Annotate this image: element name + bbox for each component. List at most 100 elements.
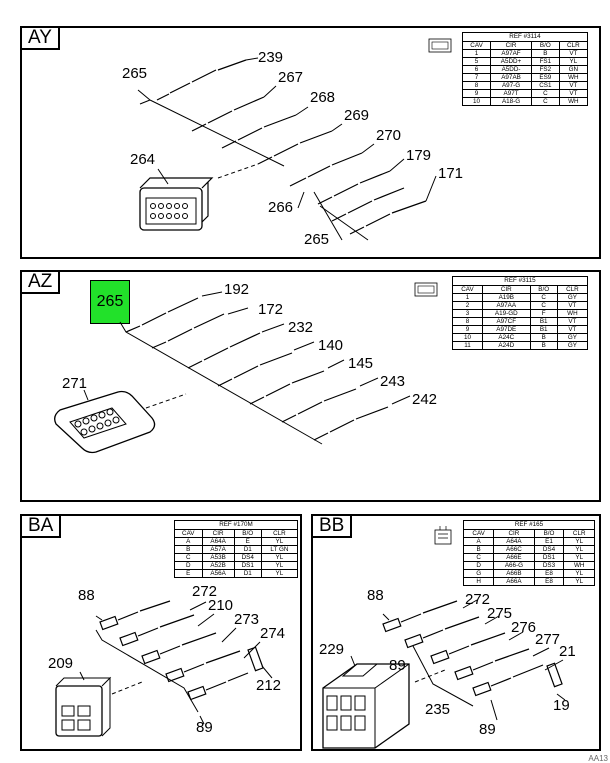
callout-242: 242 [412,391,438,408]
callout-273: 273 [234,611,260,628]
callout-272: 272 [465,591,491,608]
table-cell: VT [556,317,589,326]
table-cell: 2 [452,301,483,310]
table-cell: CS1 [531,81,560,90]
table-cell: B [462,545,495,554]
ay-col-bo: B/O [531,41,560,50]
table-cell: A24C [481,333,531,342]
callout-229: 229 [319,641,345,658]
table-cell: VT [558,49,589,58]
callout-269: 269 [344,107,370,124]
ba-col-cir: CIR [201,529,235,538]
table-cell: VT [556,301,589,310]
callout-265-lower: 265 [304,231,330,248]
table-cell: DS1 [233,561,262,570]
bb-col-bo: B/O [533,529,565,538]
table-cell: E [233,537,262,546]
table-cell: VT [558,81,589,90]
callout-276: 276 [511,619,537,636]
table-cell: A64A [493,537,535,546]
table-cell: 1 [461,49,492,58]
callout-212: 212 [256,677,282,694]
table-cell: YL [563,577,595,586]
table-cell: WH [563,561,595,570]
table-cell: YL [563,553,595,562]
table-cell: YL [563,537,595,546]
table-cell: A97AA [481,301,531,310]
callout-210: 210 [208,597,234,614]
table-cell: A5DD- [490,65,532,74]
az-terminals-drawing [54,282,438,454]
table-cell: A5DD+ [490,57,532,66]
table-cell: YL [563,569,595,578]
callout-88: 88 [367,587,384,604]
table-cell: FS1 [531,57,560,66]
callout-179: 179 [406,147,432,164]
table-cell: 8 [452,317,483,326]
table-cell: A52B [201,561,235,570]
callout-265: 265 [122,65,148,82]
table-cell: A [462,537,495,546]
panel-az: AZ 265 [20,270,601,502]
table-cell: DS4 [533,545,565,554]
table-cell: A19B [481,293,531,302]
table-cell: 7 [461,73,492,82]
ba-col-cav: CAV [174,529,203,538]
table-cell: WH [558,73,589,82]
table-cell: B [529,341,558,350]
panel-tag-ay: AY [20,26,60,50]
table-cell: WH [556,309,589,318]
table-cell: 8 [461,81,492,90]
callout-274: 274 [260,625,286,642]
table-cell: 11 [452,341,483,350]
table-cell: B [174,545,203,554]
table-cell: YL [260,561,299,570]
table-cell: 9 [452,325,483,334]
highlighted-part-265[interactable]: 265 [90,280,130,324]
table-cell: C [531,89,560,98]
callout-21: 21 [559,643,576,660]
table-cell: YL [260,553,299,562]
table-cell: LT GN [260,545,299,554]
table-cell: D [462,561,495,570]
callout-192: 192 [224,281,250,298]
callout-145: 145 [348,355,374,372]
table-cell: A66A [493,577,535,586]
ba-col-bo: B/O [233,529,262,538]
table-cell: YL [260,537,299,546]
table-cell: C [531,97,560,106]
az-col-cav: CAV [452,285,483,294]
panel-ay: AY [20,26,601,259]
table-cell: A [174,537,203,546]
bb-ref-title: REF #165 [463,520,595,529]
table-cell: E [174,569,203,578]
callout-270: 270 [376,127,402,144]
ay-ref-title: REF #3114 [462,32,588,41]
table-cell: 10 [452,333,483,342]
table-cell: FS2 [531,65,560,74]
table-cell: E1 [533,537,565,546]
table-cell: A66C [493,545,535,554]
table-cell: A19-GD [481,309,531,318]
callout-239: 239 [258,49,284,66]
table-cell: GY [556,333,589,342]
table-cell: VT [558,89,589,98]
az-ref-title: REF #3115 [452,276,588,285]
callout-277: 277 [535,631,561,648]
